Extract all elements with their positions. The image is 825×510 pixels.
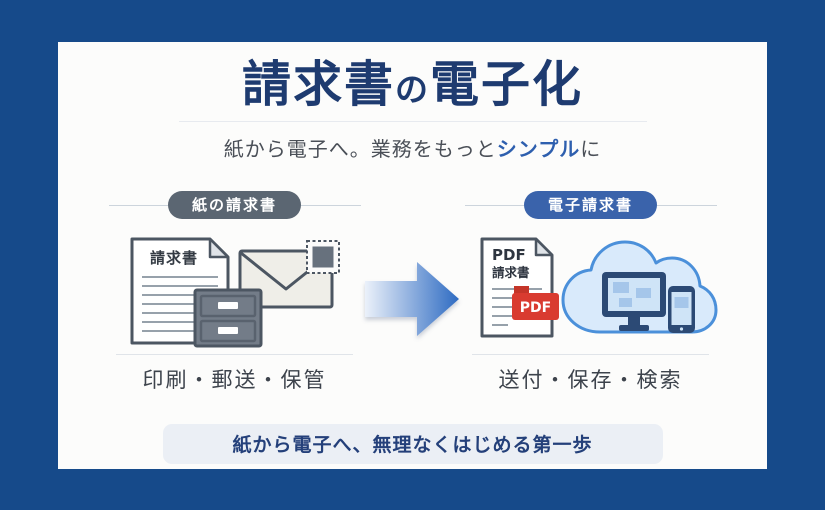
subtitle-post: に — [580, 137, 602, 162]
badge-line-right — [301, 204, 361, 206]
infographic-card: 請求書の電子化 紙から電子へ。業務をもっとシンプルに 紙の請求書 請求書 — [58, 41, 767, 469]
paper-caption: 印刷・郵送・保管 — [142, 368, 327, 393]
doc-line1-text: PDF — [492, 246, 526, 264]
paper-invoice-section: 紙の請求書 請求書 — [108, 191, 361, 394]
right-arrow-icon — [364, 262, 459, 337]
electronic-invoice-section: 電子請求書 PDF 請求書 — [464, 191, 717, 394]
electronic-section-divider — [472, 354, 709, 356]
comparison-columns: 紙の請求書 請求書 — [58, 191, 767, 394]
paper-invoice-badge: 紙の請求書 — [168, 191, 302, 220]
bottom-banner: 紙から電子へ、無理なくはじめる第一歩 — [162, 423, 663, 464]
subtitle: 紙から電子へ。業務をもっとシンプルに — [224, 133, 601, 162]
monitor-icon — [601, 272, 666, 332]
paper-title-text: 請求書 — [149, 249, 197, 267]
electronic-badge-row: 電子請求書 — [464, 191, 717, 220]
badge-line-left — [108, 204, 168, 206]
subtitle-highlight: シンプル — [496, 137, 581, 162]
pdf-badge-text: PDF — [519, 300, 550, 316]
stamp-icon — [305, 240, 340, 275]
smartphone-icon — [667, 286, 695, 334]
pdf-badge-icon: PDF — [511, 286, 559, 321]
paper-section-divider — [116, 354, 353, 356]
electronic-caption: 送付・保存・検索 — [498, 368, 683, 393]
transition-arrow-area — [361, 191, 465, 394]
paper-badge-row: 紙の請求書 — [108, 191, 361, 220]
subtitle-pre: 紙から電子へ。業務をもっと — [223, 137, 497, 162]
title-divider — [178, 121, 647, 123]
title-part1: 請求書 — [241, 55, 395, 113]
badge-line-right — [657, 204, 717, 206]
paper-workflow-illustration: 請求書 — [130, 237, 340, 348]
digital-workflow-illustration: PDF 請求書 PDF — [480, 237, 717, 338]
badge-line-left — [464, 204, 524, 206]
electronic-invoice-badge: 電子請求書 — [524, 191, 658, 220]
title-particle: の — [395, 69, 430, 109]
page-title: 請求書の電子化 — [242, 56, 583, 115]
filing-cabinet-icon — [193, 288, 262, 348]
title-part2: 電子化 — [430, 55, 584, 113]
doc-line2-text: 請求書 — [492, 265, 530, 280]
